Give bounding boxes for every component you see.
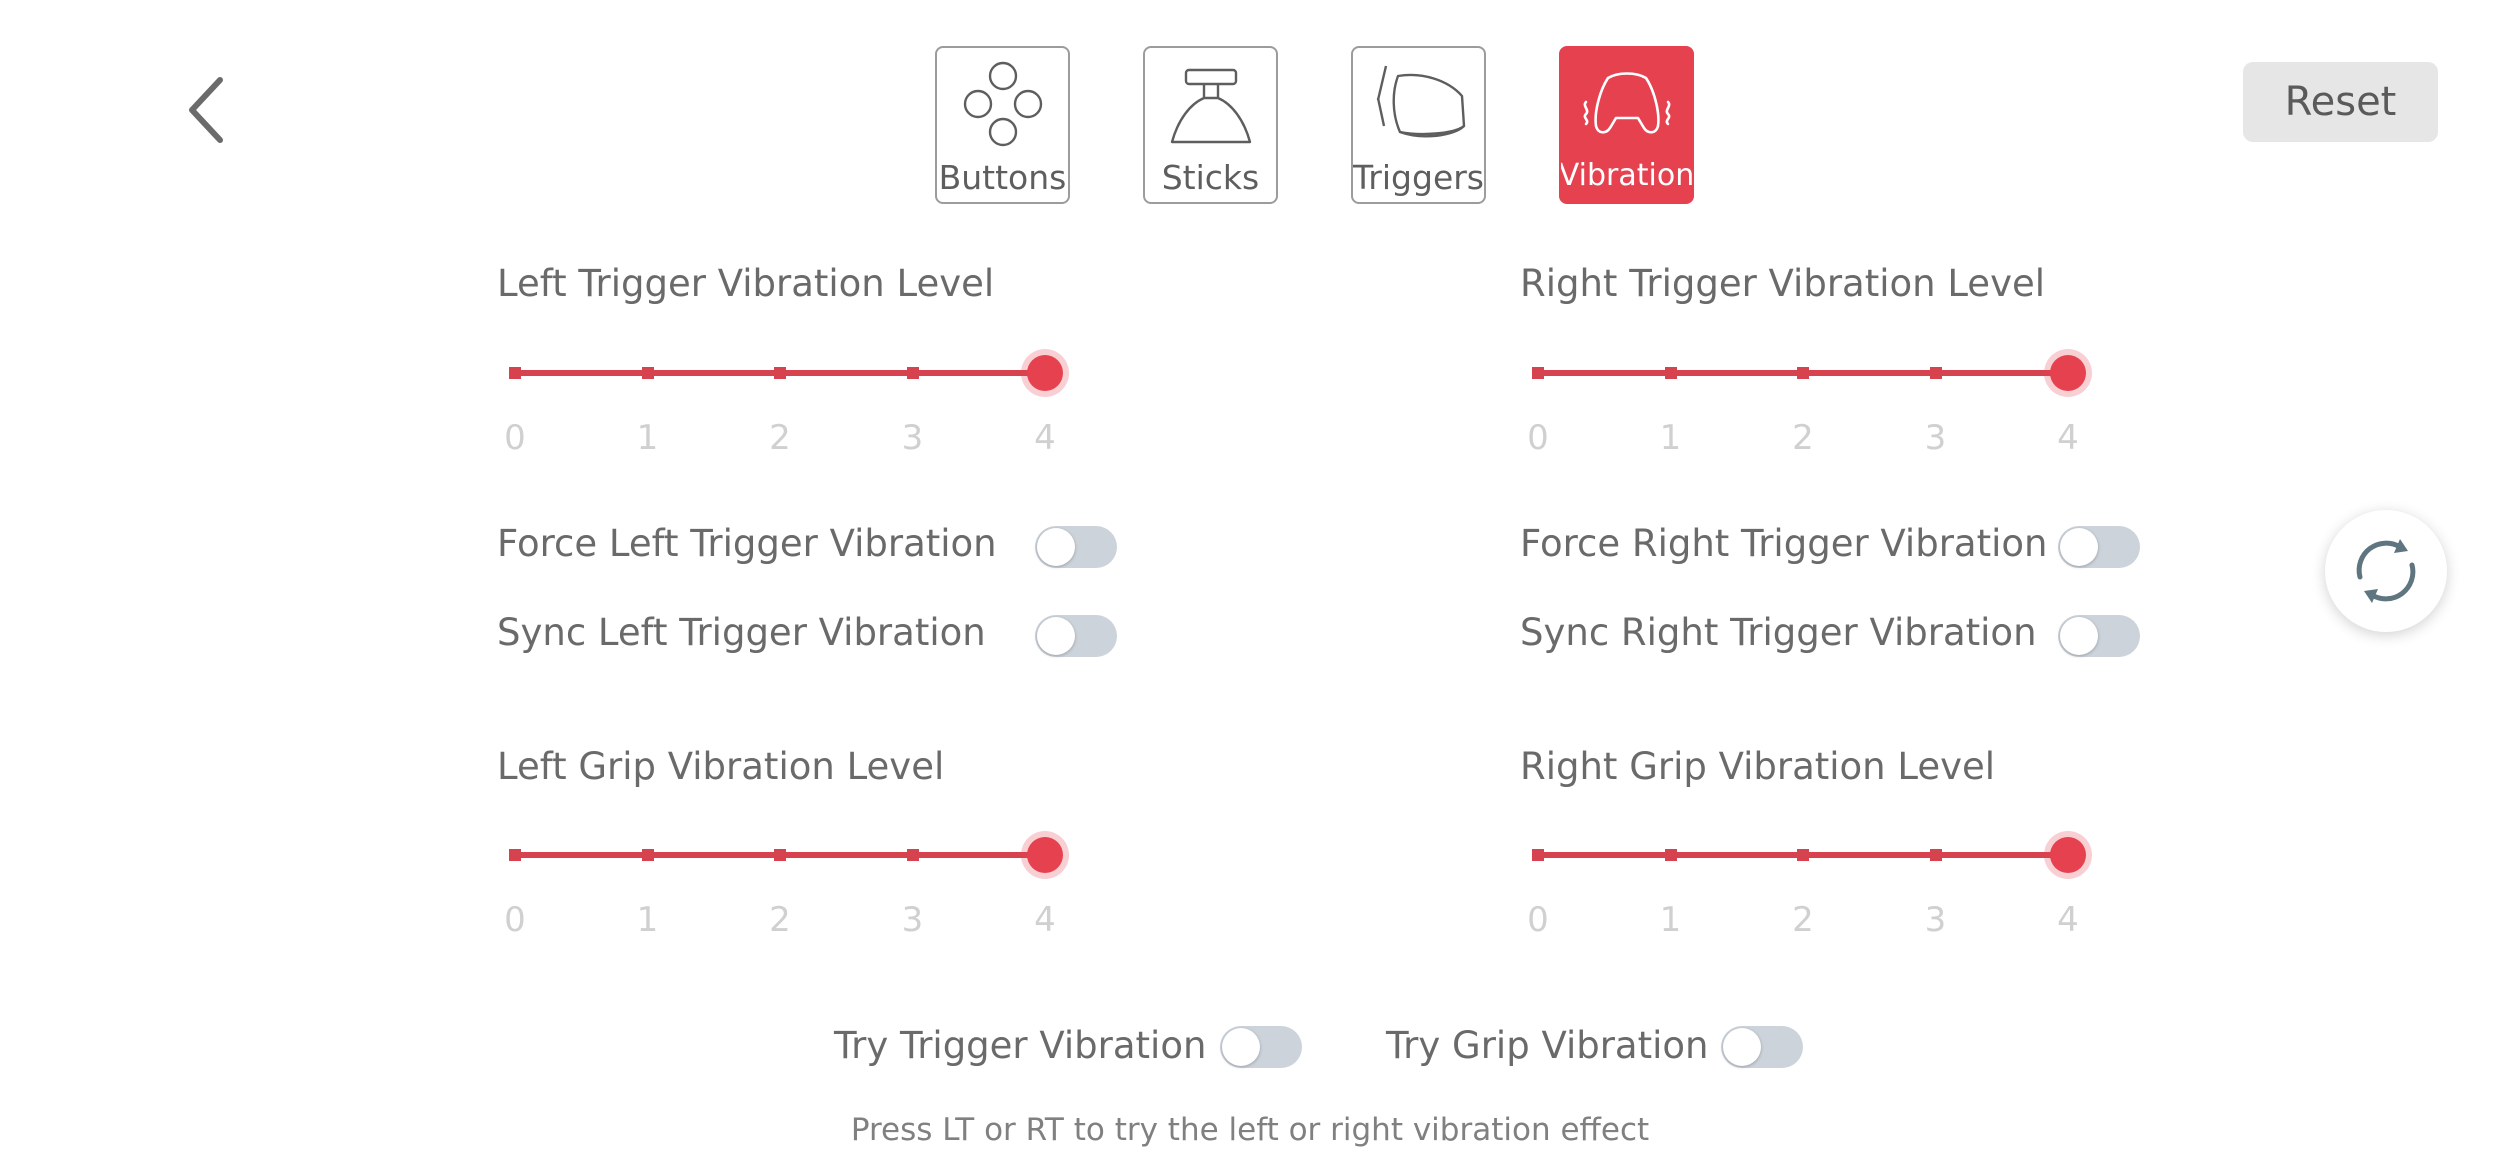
slider-tick bbox=[1797, 367, 1809, 379]
slider-tick-label: 2 bbox=[1792, 418, 1814, 458]
slider-thumb[interactable] bbox=[2050, 837, 2086, 873]
sync-right-trigger-toggle[interactable] bbox=[2058, 615, 2140, 657]
chevron-left-icon bbox=[189, 77, 223, 143]
try-trigger-toggle[interactable] bbox=[1220, 1026, 1302, 1068]
toggle-knob bbox=[1222, 1028, 1260, 1066]
force-left-trigger-row: Force Left Trigger Vibration bbox=[497, 522, 997, 565]
joystick-icon bbox=[1170, 68, 1251, 144]
slider-thumb[interactable] bbox=[1027, 837, 1063, 873]
slider-tick bbox=[774, 849, 786, 861]
right-grip-level-title: Right Grip Vibration Level bbox=[1520, 745, 1996, 788]
refresh-button[interactable] bbox=[2325, 510, 2447, 632]
toggle-knob bbox=[2060, 617, 2098, 655]
left-grip-level-title: Left Grip Vibration Level bbox=[497, 745, 945, 788]
sync-left-trigger-row: Sync Left Trigger Vibration bbox=[497, 611, 986, 654]
hint-text: Press LT or RT to try the left or right … bbox=[850, 1112, 1650, 1148]
tab-triggers[interactable]: Triggers bbox=[1351, 46, 1486, 204]
sync-left-trigger-toggle[interactable] bbox=[1035, 615, 1117, 657]
slider-tick bbox=[641, 367, 654, 379]
slider-tick-label: 3 bbox=[901, 418, 924, 458]
left-trigger-level-title: Left Trigger Vibration Level bbox=[497, 262, 995, 305]
sync-right-trigger-label: Sync Right Trigger Vibration bbox=[1520, 611, 2037, 654]
slider-thumb[interactable] bbox=[2050, 355, 2086, 391]
sync-left-trigger-label: Sync Left Trigger Vibration bbox=[497, 611, 986, 654]
slider-tick-label: 1 bbox=[636, 418, 659, 458]
slider-tick-label: 4 bbox=[2057, 900, 2079, 940]
try-grip-row: Try Grip Vibration bbox=[1386, 1024, 1708, 1067]
tab-label: Triggers bbox=[1353, 158, 1485, 197]
slider-tick-label: 3 bbox=[1924, 900, 1947, 940]
slider-tick bbox=[1929, 367, 1942, 379]
slider-tick bbox=[1664, 367, 1677, 379]
slider-tick bbox=[1664, 849, 1677, 861]
tab-label: Buttons bbox=[938, 158, 1067, 197]
slider-tick-label: 0 bbox=[1527, 900, 1549, 940]
try-grip-toggle[interactable] bbox=[1721, 1026, 1803, 1068]
slider-thumb[interactable] bbox=[1027, 355, 1063, 391]
slider-tick-label: 4 bbox=[1034, 418, 1056, 458]
slider-tick-label: 0 bbox=[1527, 418, 1549, 458]
toggle-knob bbox=[2060, 528, 2098, 566]
right-trigger-level-slider[interactable]: 0 1 2 3 4 bbox=[1527, 350, 2118, 470]
slider-tick bbox=[1532, 849, 1544, 861]
slider-tick-label: 3 bbox=[901, 900, 924, 940]
controller-vibration-icon bbox=[1583, 72, 1670, 134]
sync-right-trigger-row: Sync Right Trigger Vibration bbox=[1520, 611, 2037, 654]
slider-tick bbox=[1797, 849, 1809, 861]
try-trigger-label: Try Trigger Vibration bbox=[834, 1024, 1207, 1067]
slider-tick-label: 4 bbox=[1034, 900, 1056, 940]
try-trigger-row: Try Trigger Vibration bbox=[834, 1024, 1206, 1067]
force-left-trigger-toggle[interactable] bbox=[1035, 526, 1117, 568]
slider-tick bbox=[509, 849, 521, 861]
slider-tick bbox=[641, 849, 654, 861]
tab-vibration[interactable]: Vibration bbox=[1559, 46, 1694, 204]
right-trigger-level-title: Right Trigger Vibration Level bbox=[1520, 262, 2046, 305]
refresh-icon bbox=[2356, 539, 2416, 603]
slider-tick bbox=[774, 367, 786, 379]
force-right-trigger-toggle[interactable] bbox=[2058, 526, 2140, 568]
try-grip-label: Try Grip Vibration bbox=[1386, 1024, 1709, 1067]
back-button[interactable] bbox=[180, 70, 240, 150]
toggle-knob bbox=[1037, 528, 1075, 566]
slider-tick-label: 1 bbox=[636, 900, 659, 940]
right-grip-level-slider[interactable]: 0 1 2 3 4 bbox=[1527, 832, 2118, 952]
slider-tick-label: 2 bbox=[1792, 900, 1814, 940]
tab-sticks[interactable]: Sticks bbox=[1143, 46, 1278, 204]
dpad-buttons-icon bbox=[963, 61, 1042, 147]
slider-tick bbox=[1532, 367, 1544, 379]
slider-tick-label: 2 bbox=[769, 900, 791, 940]
left-trigger-level-slider[interactable]: 0 1 2 3 4 bbox=[504, 350, 1095, 470]
reset-button[interactable]: Reset bbox=[2243, 62, 2438, 142]
slider-tick bbox=[1929, 849, 1942, 861]
slider-tick bbox=[906, 849, 919, 861]
left-grip-level-slider[interactable]: 0 1 2 3 4 bbox=[504, 832, 1095, 952]
slider-tick bbox=[509, 367, 521, 379]
slider-tick-label: 4 bbox=[2057, 418, 2079, 458]
category-tabs: Buttons Sticks Triggers bbox=[935, 46, 1694, 204]
force-left-trigger-label: Force Left Trigger Vibration bbox=[497, 522, 997, 565]
tab-buttons[interactable]: Buttons bbox=[935, 46, 1070, 204]
toggle-knob bbox=[1037, 617, 1075, 655]
slider-tick-label: 0 bbox=[504, 900, 526, 940]
tab-label: Sticks bbox=[1161, 158, 1260, 197]
slider-tick-label: 2 bbox=[769, 418, 791, 458]
slider-tick-label: 0 bbox=[504, 418, 526, 458]
trigger-icon bbox=[1376, 65, 1465, 138]
tab-label: Vibration bbox=[1559, 158, 1694, 193]
slider-tick-label: 1 bbox=[1659, 418, 1682, 458]
toggle-knob bbox=[1723, 1028, 1761, 1066]
force-right-trigger-row: Force Right Trigger Vibration bbox=[1520, 522, 2047, 565]
slider-tick-label: 1 bbox=[1659, 900, 1682, 940]
force-right-trigger-label: Force Right Trigger Vibration bbox=[1520, 522, 2048, 565]
slider-tick bbox=[906, 367, 919, 379]
slider-tick-label: 3 bbox=[1924, 418, 1947, 458]
